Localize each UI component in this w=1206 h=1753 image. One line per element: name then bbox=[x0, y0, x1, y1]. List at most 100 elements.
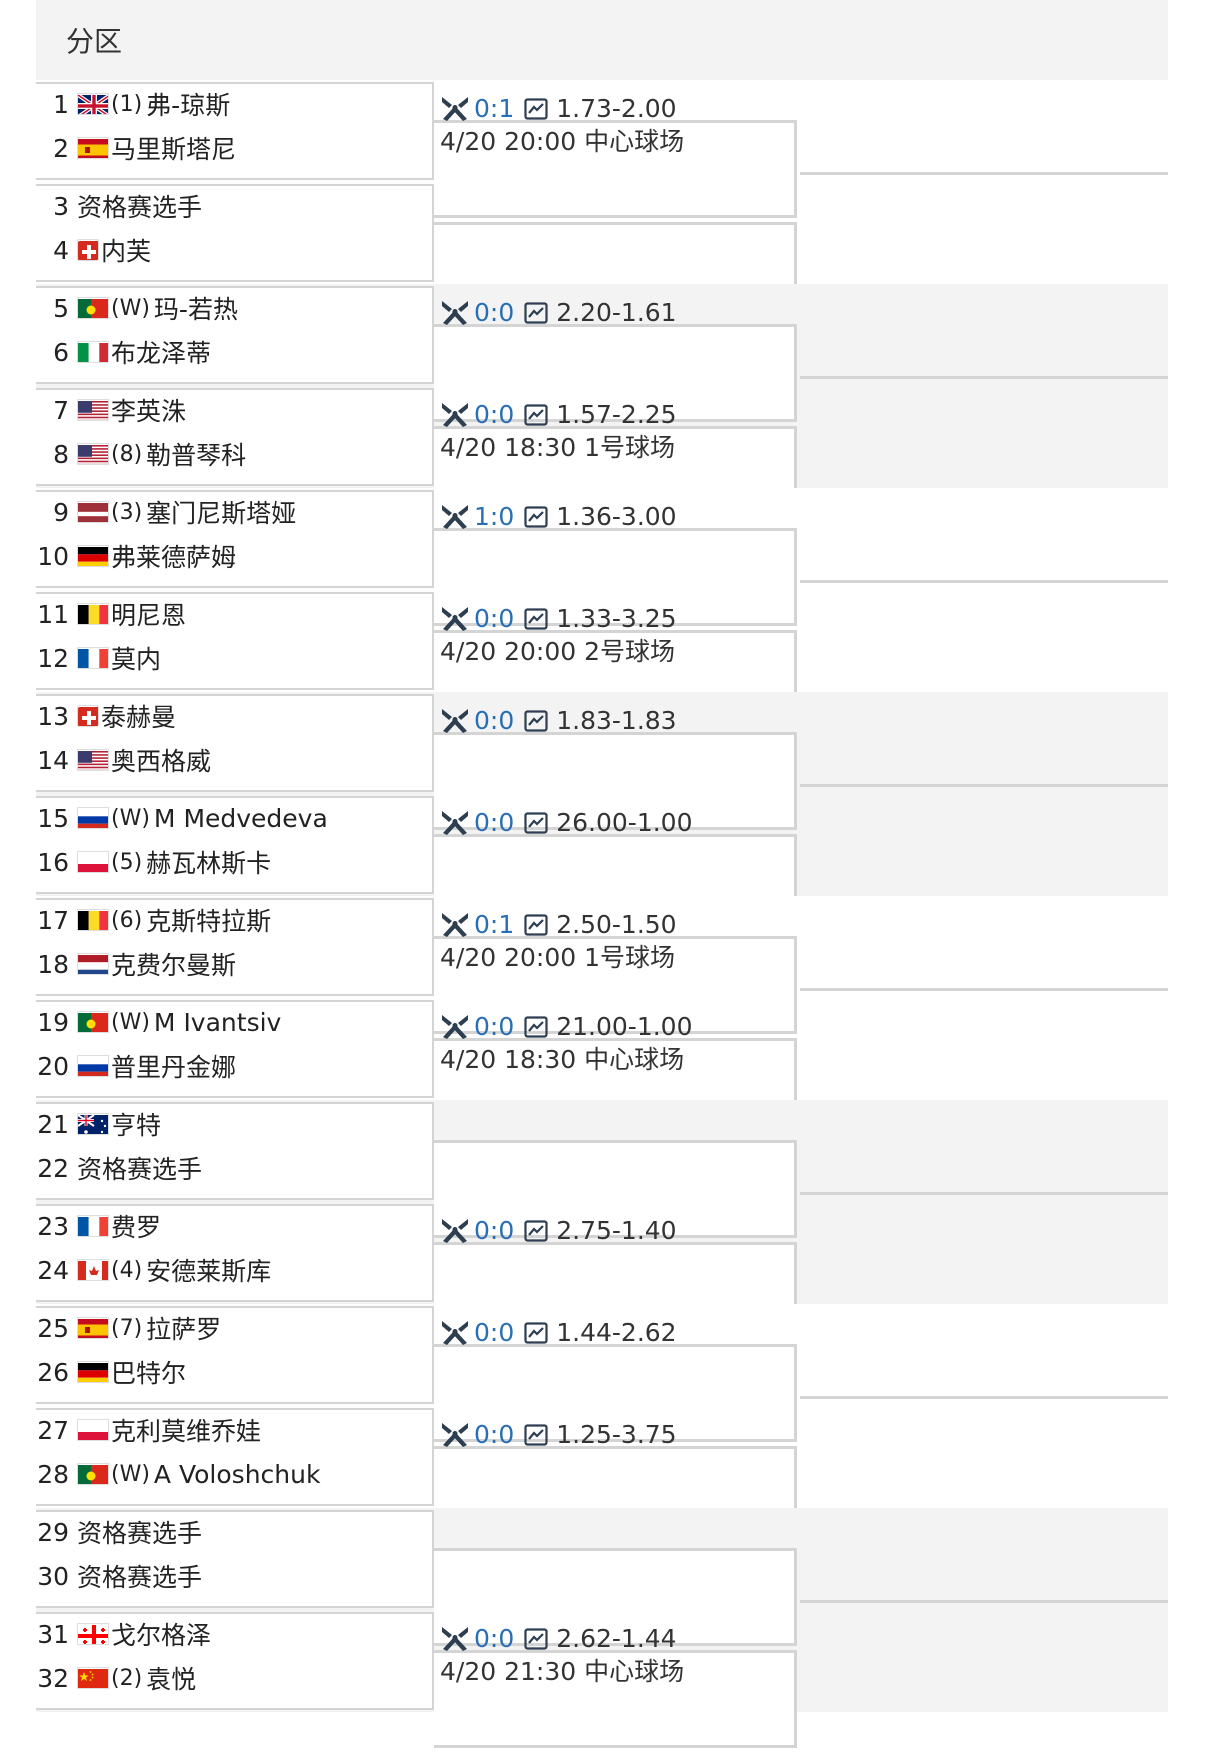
player-row[interactable]: 5(W)玛-若热 bbox=[36, 288, 432, 328]
draw-position: 27 bbox=[37, 1415, 69, 1445]
line-chart-icon[interactable] bbox=[524, 97, 548, 120]
head-to-head-score[interactable]: 0:0 bbox=[474, 705, 515, 735]
crossed-rackets-icon[interactable] bbox=[440, 400, 470, 428]
crossed-rackets-icon[interactable] bbox=[440, 298, 470, 326]
line-chart-icon[interactable] bbox=[524, 1015, 548, 1038]
line-chart-icon[interactable] bbox=[524, 1321, 548, 1344]
crossed-rackets-icon[interactable] bbox=[440, 1624, 470, 1652]
odds-value: 1.73-2.00 bbox=[556, 93, 677, 123]
head-to-head-score[interactable]: 0:0 bbox=[474, 399, 515, 429]
bracket-connector bbox=[434, 1650, 797, 1748]
head-to-head-score[interactable]: 0:0 bbox=[474, 297, 515, 327]
line-chart-icon[interactable] bbox=[524, 403, 548, 426]
match-odds[interactable]: 0:1 1.73-2.00 bbox=[440, 92, 677, 124]
line-chart-icon[interactable] bbox=[524, 1219, 548, 1242]
draw-position: 26 bbox=[37, 1357, 69, 1387]
head-to-head-score[interactable]: 0:0 bbox=[474, 1011, 515, 1041]
draw-position: 8 bbox=[53, 439, 69, 469]
player-row[interactable]: 8(8)勒普琴科 bbox=[36, 434, 432, 474]
head-to-head-score[interactable]: 0:0 bbox=[474, 1215, 515, 1245]
player-row[interactable]: 16(5)赫瓦林斯卡 bbox=[36, 842, 432, 882]
crossed-rackets-icon[interactable] bbox=[440, 808, 470, 836]
line-chart-icon[interactable] bbox=[524, 505, 548, 528]
draw-position: 6 bbox=[53, 337, 69, 367]
draw-position: 30 bbox=[37, 1561, 69, 1591]
crossed-rackets-icon[interactable] bbox=[440, 1012, 470, 1040]
crossed-rackets-icon[interactable] bbox=[440, 910, 470, 938]
head-to-head-score[interactable]: 0:1 bbox=[474, 93, 515, 123]
odds-value: 2.20-1.61 bbox=[556, 297, 677, 327]
line-chart-icon[interactable] bbox=[524, 811, 548, 834]
line-chart-icon[interactable] bbox=[524, 1627, 548, 1650]
head-to-head-score[interactable]: 0:0 bbox=[474, 603, 515, 633]
head-to-head-score[interactable]: 0:1 bbox=[474, 909, 515, 939]
crossed-rackets-icon[interactable] bbox=[440, 1420, 470, 1448]
head-to-head-score[interactable]: 0:0 bbox=[474, 1419, 515, 1449]
player-row[interactable]: 17(6)克斯特拉斯 bbox=[36, 900, 432, 940]
line-chart-icon[interactable] bbox=[524, 1423, 548, 1446]
player-row[interactable]: 32(2)袁悦 bbox=[36, 1658, 432, 1698]
seed-tag: (5) bbox=[111, 849, 143, 875]
odds-value: 1.36-3.00 bbox=[556, 501, 677, 531]
crossed-rackets-icon[interactable] bbox=[440, 1216, 470, 1244]
crossed-rackets-icon[interactable] bbox=[440, 1318, 470, 1346]
head-to-head-score[interactable]: 1:0 bbox=[474, 501, 515, 531]
player-row[interactable]: 15(W)M Medvedeva bbox=[36, 798, 432, 838]
line-chart-icon[interactable] bbox=[524, 913, 548, 936]
match-odds[interactable]: 0:0 2.20-1.61 bbox=[440, 296, 677, 328]
bracket-connector bbox=[434, 1548, 797, 1646]
player-row[interactable]: 28(W)A Voloshchuk bbox=[36, 1454, 432, 1494]
line-chart-icon[interactable] bbox=[524, 709, 548, 732]
crossed-rackets-icon[interactable] bbox=[440, 502, 470, 530]
player-name: 弗莱德萨姆 bbox=[111, 543, 237, 572]
player-row[interactable]: 1(1)弗-琼斯 bbox=[36, 84, 432, 124]
draw-position: 17 bbox=[37, 905, 69, 935]
player-row[interactable]: 24(4)安德莱斯库 bbox=[36, 1250, 432, 1290]
crossed-rackets-icon[interactable] bbox=[440, 604, 470, 632]
head-to-head-score[interactable]: 0:0 bbox=[474, 1317, 515, 1347]
head-to-head-score[interactable]: 0:0 bbox=[474, 1623, 515, 1653]
player-row[interactable]: 19(W)M Ivantsiv bbox=[36, 1002, 432, 1042]
draw-position: 13 bbox=[37, 701, 69, 731]
match-odds[interactable]: 1:0 1.36-3.00 bbox=[440, 500, 677, 532]
head-to-head-score[interactable]: 0:0 bbox=[474, 807, 515, 837]
crossed-rackets-icon[interactable] bbox=[440, 94, 470, 122]
player-row[interactable]: 25(7)拉萨罗 bbox=[36, 1308, 432, 1348]
crossed-rackets-icon[interactable] bbox=[440, 706, 470, 734]
draw-position: 25 bbox=[37, 1313, 69, 1343]
line-chart-icon[interactable] bbox=[524, 607, 548, 630]
player-row[interactable]: 9(3)塞门尼斯塔娅 bbox=[36, 492, 432, 532]
line-chart-icon[interactable] bbox=[524, 301, 548, 324]
player-name: 拉萨罗 bbox=[146, 1315, 222, 1344]
